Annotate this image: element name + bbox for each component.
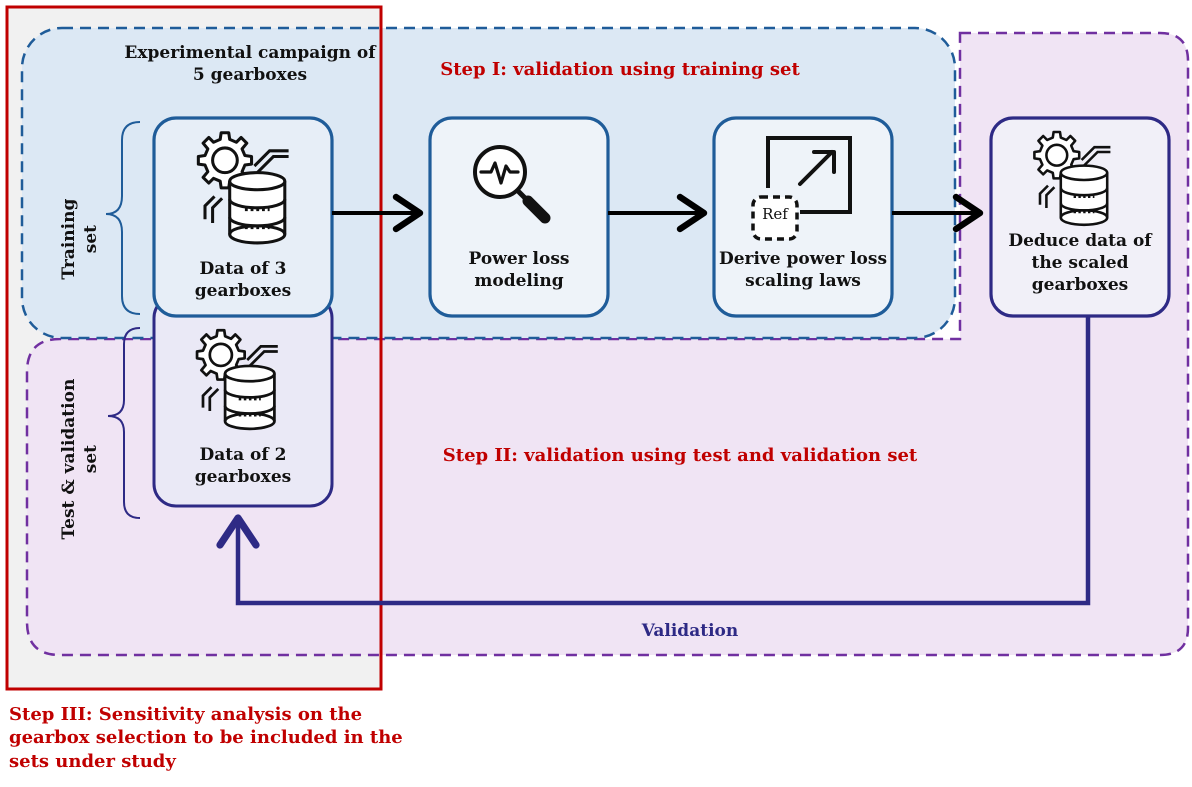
data3-label: Data of 3 gearboxes xyxy=(194,259,292,302)
experimental-campaign-label: Experimental campaign of 5 gearboxes xyxy=(124,43,376,86)
deduce-label: Deduce data of the scaled gearboxes xyxy=(1008,231,1152,296)
step1-title: Step I: validation using training set xyxy=(440,59,800,80)
validation-arrow xyxy=(216,316,1091,606)
ref-label: Ref xyxy=(762,205,788,223)
training-set-label: Training set xyxy=(58,198,101,280)
scale-up-ref-icon xyxy=(751,136,852,241)
data2-label: Data of 2 gearboxes xyxy=(194,445,292,488)
power-loss-label: Power loss modeling xyxy=(468,249,570,292)
test-validation-brace xyxy=(107,327,141,519)
test-validation-set-label: Test & validation set xyxy=(58,378,101,540)
step2-title: Step II: validation using test and valid… xyxy=(442,445,918,466)
magnifier-pulse-icon xyxy=(473,145,551,224)
scaling-laws-label: Derive power loss scaling laws xyxy=(718,249,888,292)
scaling-laws-box xyxy=(712,116,894,318)
validation-label: Validation xyxy=(641,621,739,641)
training-set-brace xyxy=(105,121,141,315)
step3-region-border xyxy=(5,5,383,691)
step3-title: Step III: Sensitivity analysis on the ge… xyxy=(9,704,403,772)
